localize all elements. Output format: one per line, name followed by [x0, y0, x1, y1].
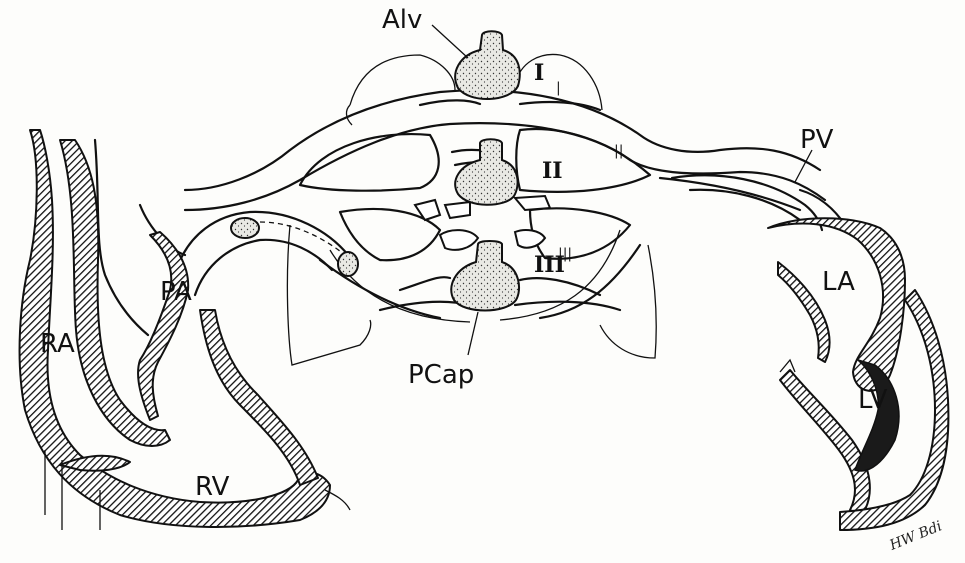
label-zone-1: I [534, 60, 544, 86]
pulmonary-artery [178, 212, 358, 295]
label-pcap: PCap [408, 360, 474, 390]
tick-zone-1: | [556, 80, 561, 96]
alveolus-zone-3 [451, 241, 519, 311]
pcap-leader [468, 312, 478, 355]
tick-zone-3: ||| [558, 246, 572, 262]
tick-zone-2: || [614, 143, 623, 159]
alveolus-zone-1 [455, 31, 520, 99]
label-zone-2: II [542, 158, 563, 184]
label-rv: RV [195, 472, 230, 502]
artist-signature: HW Bdi [887, 518, 945, 554]
embolus [338, 252, 358, 276]
alveoli [451, 31, 520, 310]
alv-leader [432, 25, 468, 58]
label-ra: RA [40, 329, 75, 359]
embolus [231, 218, 259, 238]
label-alv: Alv [382, 5, 422, 35]
label-pv: PV [800, 125, 834, 155]
label-lv: LV [858, 385, 888, 415]
label-pa: PA [160, 277, 192, 307]
left-heart [768, 218, 948, 530]
label-la: LA [822, 267, 855, 297]
